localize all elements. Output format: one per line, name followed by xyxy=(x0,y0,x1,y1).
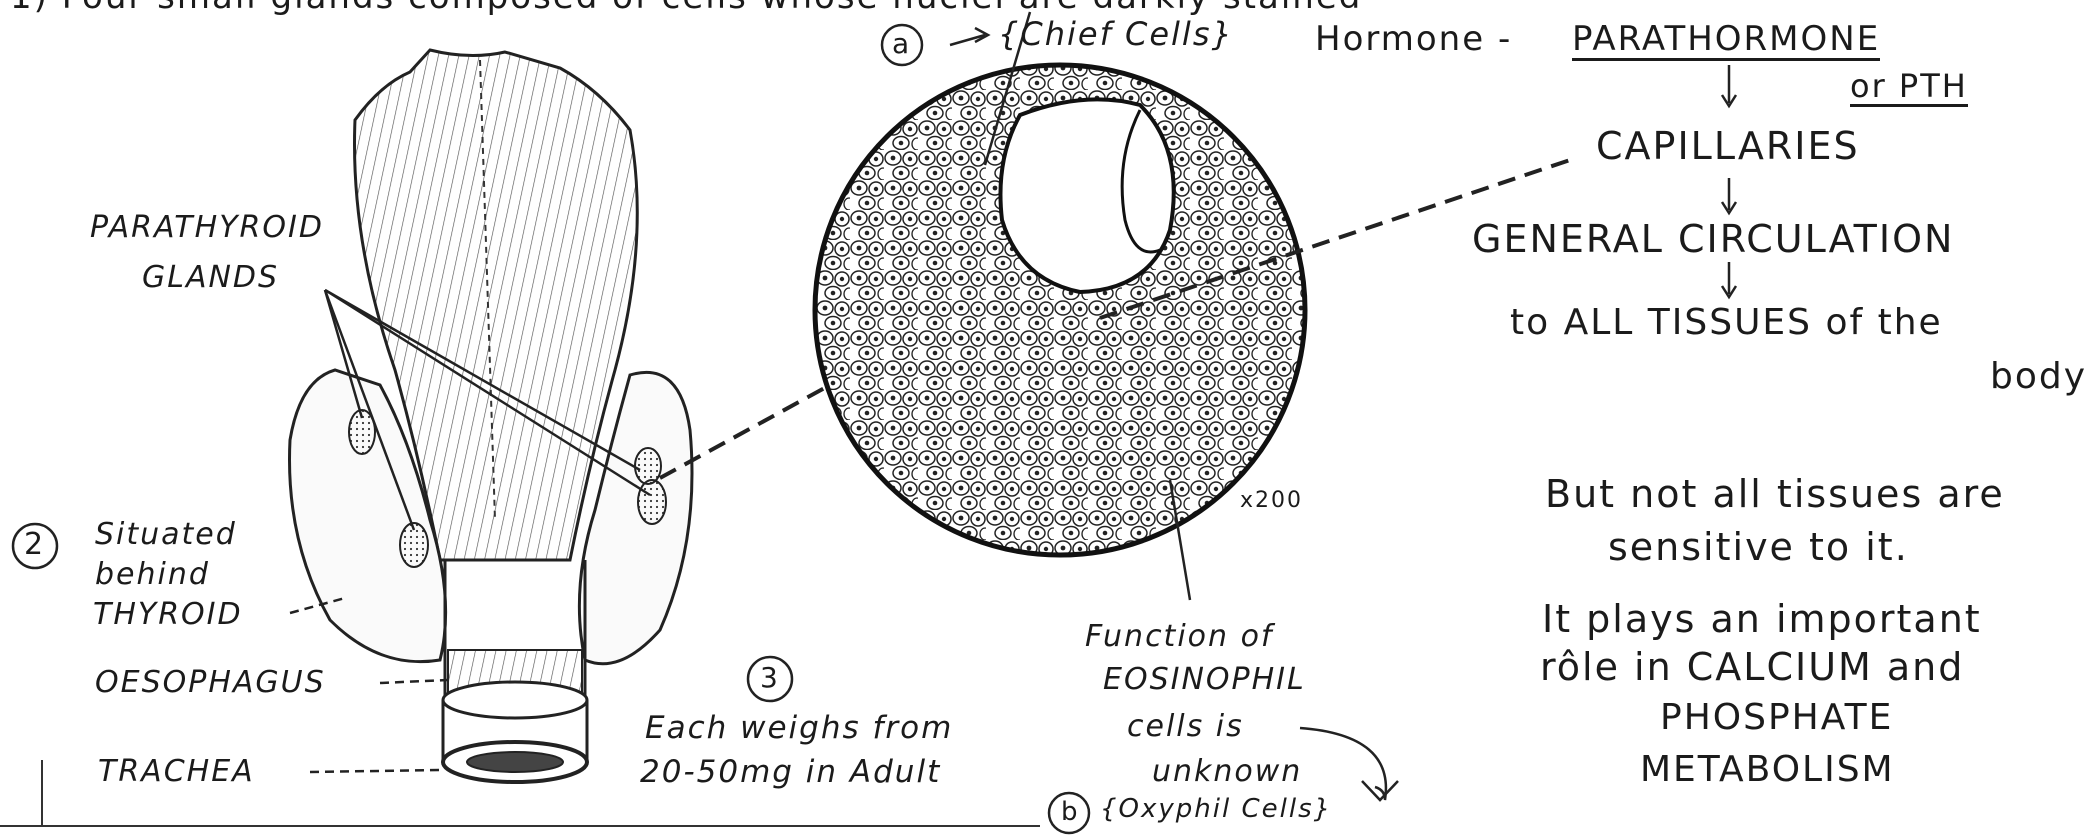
sensitivity-line1: But not all tissues are xyxy=(1545,475,2005,513)
number-2: 2 xyxy=(24,530,43,560)
marker-a: a xyxy=(892,30,909,58)
oesophagus-label: OESOPHAGUS xyxy=(95,668,326,698)
parathyroid-label-line2: GLANDS xyxy=(142,263,279,293)
histology-section xyxy=(815,65,1305,555)
trachea-label: TRACHEA xyxy=(98,757,255,787)
flow-capillaries: CAPILLARIES xyxy=(1596,127,1860,165)
situated-line1: Situated xyxy=(95,520,237,550)
flow-arrows xyxy=(1722,65,1736,297)
role-line2: rôle in CALCIUM and xyxy=(1540,648,1964,686)
trachea-ring-top xyxy=(443,682,587,718)
colloid-follicle xyxy=(1000,99,1173,292)
weight-line1: Each weighs from xyxy=(645,713,953,744)
sensitivity-line2: sensitive to it. xyxy=(1608,528,1909,566)
hormone-alt: or PTH xyxy=(1850,70,1968,107)
larynx-drawing xyxy=(290,50,693,782)
eosinophil-line1: Function of xyxy=(1085,622,1273,652)
eosinophil-line3: cells is xyxy=(1127,712,1244,742)
role-line4: METABOLISM xyxy=(1640,752,1895,788)
eosinophil-line2: EOSINOPHIL xyxy=(1103,665,1306,695)
flow-tissues-line2: body xyxy=(1990,359,2087,395)
eosinophil-line4: unknown xyxy=(1152,757,1302,787)
parathyroid-gland-3 xyxy=(638,480,666,524)
flow-tissues-line1: to ALL TISSUES of the xyxy=(1510,305,1943,341)
magnification-label: x200 xyxy=(1240,490,1303,512)
role-line1: It plays an important xyxy=(1542,600,1982,638)
weight-line2: 20-50mg in Adult xyxy=(640,757,941,788)
marker-b: b xyxy=(1061,799,1078,825)
top-cropped-text: 1) Four small glands composed of cells w… xyxy=(10,0,1362,14)
situated-line2: behind xyxy=(95,560,210,590)
hormone-name: PARATHORMONE xyxy=(1572,22,1880,61)
situated-line3: THYROID xyxy=(93,600,243,630)
hormone-prefix: Hormone - xyxy=(1315,22,1512,56)
oxyphil-cells-label: {Oxyphil Cells} xyxy=(1100,796,1332,822)
eosinophil-arrow xyxy=(1300,728,1386,800)
number-3: 3 xyxy=(760,664,778,692)
parathyroid-label-line1: PARATHYROID xyxy=(90,213,324,243)
flow-general-circulation: GENERAL CIRCULATION xyxy=(1472,220,1954,258)
role-line3: PHOSPHATE xyxy=(1660,700,1893,736)
chief-cells-label: {Chief Cells} xyxy=(998,18,1234,50)
parathyroid-gland-4 xyxy=(635,448,661,484)
